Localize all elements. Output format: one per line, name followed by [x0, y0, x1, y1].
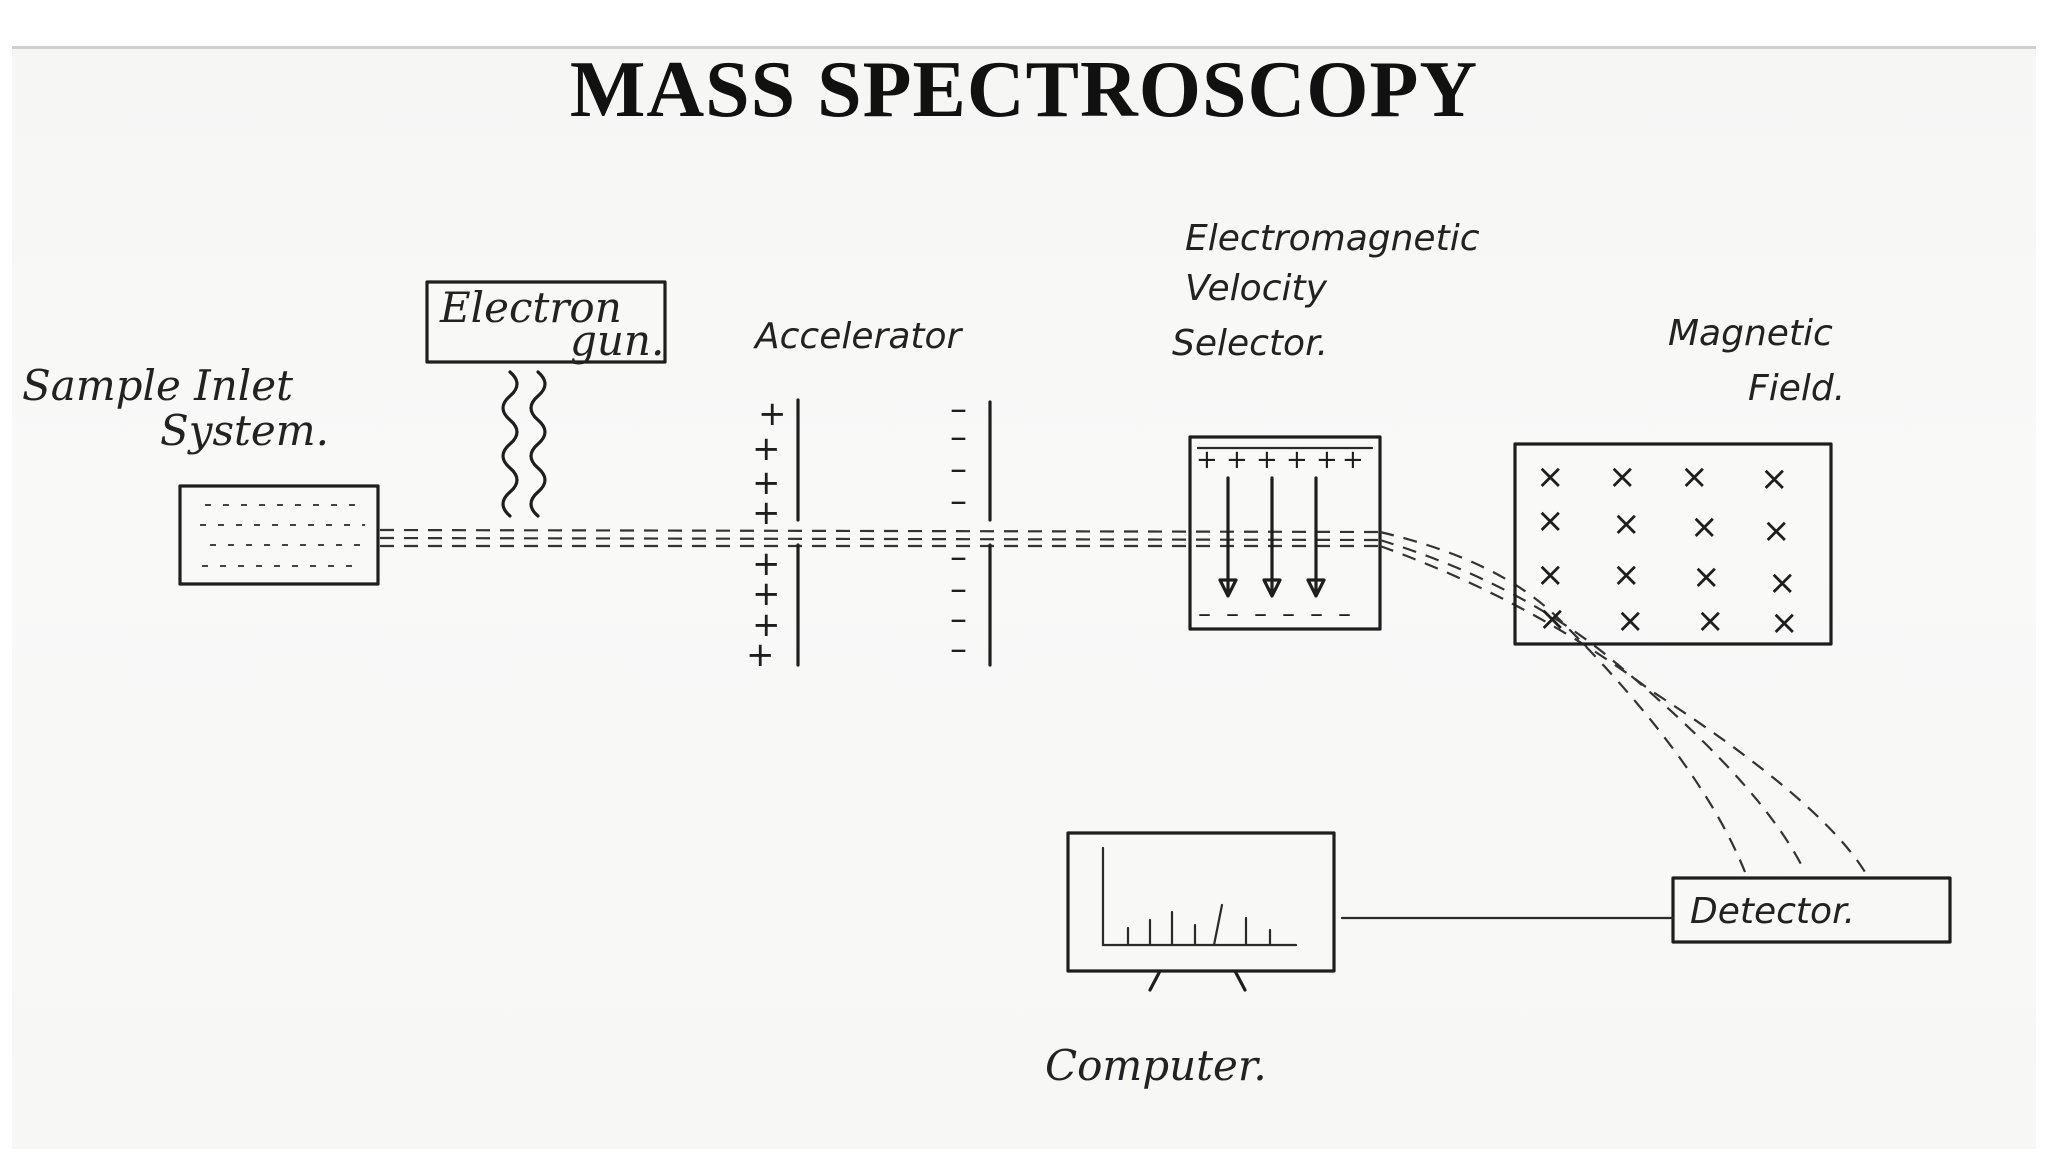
- svg-text:×: ×: [1536, 457, 1565, 497]
- svg-text:+: +: [758, 394, 787, 434]
- mass-spectrum-plot: [1101, 846, 1298, 947]
- computer-label: Computer.: [1045, 1041, 1267, 1090]
- svg-text:+: +: [1316, 445, 1338, 475]
- svg-text:×: ×: [1536, 555, 1565, 595]
- detector-label: Detector.: [1690, 891, 1855, 932]
- electron-gun-box: [425, 280, 667, 364]
- svg-text:+: +: [752, 493, 781, 533]
- svg-text:+: +: [752, 544, 781, 584]
- magnetic-field-label-line2: Field.: [1748, 368, 1845, 409]
- magnetic-field-box: [1513, 442, 1833, 646]
- sample-chamber-box: [178, 484, 380, 586]
- computer: Computer.: [1045, 831, 1336, 1090]
- velocity-selector-minus-signs: – – – – – –: [1198, 599, 1351, 629]
- svg-text:×: ×: [1612, 555, 1641, 595]
- svg-text:+: +: [1342, 445, 1364, 475]
- svg-text:–: –: [950, 449, 967, 489]
- svg-text:×: ×: [1762, 511, 1791, 551]
- magnetic-field-label-line1: Magnetic: [1668, 313, 1833, 354]
- sample-inlet-label-line1: Sample Inlet: [22, 361, 293, 410]
- magnetic-field-crosses: × × × × × × × × × × × × × × × ×: [1536, 457, 1799, 643]
- svg-text:×: ×: [1690, 507, 1719, 547]
- computer-monitor: [1066, 831, 1336, 973]
- accelerator-label: Accelerator: [753, 316, 964, 357]
- svg-text:+: +: [1196, 445, 1218, 475]
- svg-text:–: –: [1310, 599, 1323, 629]
- svg-text:+: +: [1256, 445, 1278, 475]
- svg-text:×: ×: [1696, 601, 1725, 641]
- svg-text:+: +: [752, 605, 781, 645]
- svg-text:–: –: [950, 599, 967, 639]
- electron-wave-right: [529, 370, 547, 518]
- sample-inlet-label-line2: System.: [160, 406, 329, 455]
- svg-text:+: +: [1286, 445, 1308, 475]
- velocity-selector-label-line1: Electromagnetic: [1185, 218, 1480, 259]
- electron-wave-left: [501, 370, 519, 518]
- svg-text:×: ×: [1538, 599, 1567, 639]
- page-title: MASS SPECTROSCOPY: [569, 46, 1479, 134]
- detector: Detector.: [1671, 876, 1952, 944]
- accelerator-minus-signs: – – – – – – – –: [950, 389, 967, 669]
- svg-text:–: –: [1254, 599, 1267, 629]
- deflected-ion-paths: [1379, 530, 1866, 873]
- sample-inlet-system: Sample Inlet System.: [22, 361, 380, 586]
- svg-text:×: ×: [1768, 563, 1797, 603]
- accelerator: Accelerator + + + + + + + + – – – – – –: [746, 316, 992, 675]
- sample-molecules: [200, 504, 365, 567]
- svg-text:–: –: [1226, 599, 1239, 629]
- electron-gun: Electron gun.: [425, 280, 667, 518]
- svg-text:×: ×: [1612, 504, 1641, 544]
- velocity-selector-label-line3: Selector.: [1172, 323, 1328, 364]
- svg-text:–: –: [950, 537, 967, 577]
- electron-gun-label-line2: gun.: [570, 316, 664, 365]
- svg-text:×: ×: [1608, 457, 1637, 497]
- svg-text:–: –: [1198, 599, 1211, 629]
- svg-text:+: +: [752, 429, 781, 469]
- paper-background: [12, 46, 2036, 1149]
- magnetic-field: Magnetic Field. × × × × × × × × × × × × …: [1513, 313, 1845, 646]
- velocity-selector: Electromagnetic Velocity Selector. + + +…: [1172, 218, 1480, 631]
- svg-text:×: ×: [1616, 601, 1645, 641]
- svg-text:–: –: [950, 389, 967, 429]
- svg-text:+: +: [752, 574, 781, 614]
- svg-text:–: –: [950, 629, 967, 669]
- electric-field-arrows: [1218, 476, 1326, 598]
- svg-text:×: ×: [1692, 557, 1721, 597]
- velocity-selector-plus-signs: + + + + + +: [1196, 445, 1364, 475]
- svg-text:+: +: [752, 463, 781, 503]
- svg-text:–: –: [950, 569, 967, 609]
- svg-text:–: –: [1338, 599, 1351, 629]
- svg-text:×: ×: [1760, 459, 1789, 499]
- svg-text:–: –: [1282, 599, 1295, 629]
- ion-beam: [379, 528, 1381, 548]
- accelerator-plus-signs: + + + + + + + +: [746, 394, 787, 675]
- svg-text:–: –: [950, 481, 967, 521]
- svg-text:+: +: [746, 635, 775, 675]
- svg-text:×: ×: [1770, 603, 1799, 643]
- svg-text:×: ×: [1680, 457, 1709, 497]
- svg-text:–: –: [950, 417, 967, 457]
- electron-gun-label-line1: Electron: [439, 283, 622, 332]
- velocity-selector-label-line2: Velocity: [1185, 268, 1328, 309]
- svg-text:+: +: [1226, 445, 1248, 475]
- detector-box: [1671, 876, 1952, 944]
- svg-text:×: ×: [1536, 501, 1565, 541]
- computer-stand: [1148, 969, 1247, 992]
